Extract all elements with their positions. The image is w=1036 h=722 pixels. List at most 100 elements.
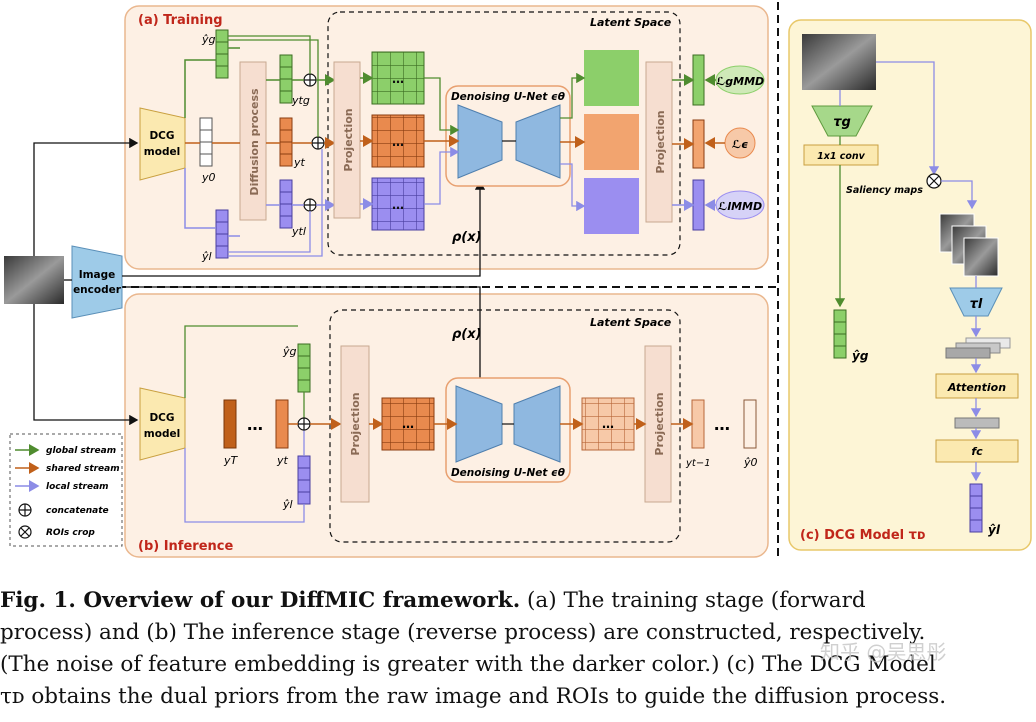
training-title: (a) Training	[138, 13, 223, 28]
svg-text:yt: yt	[293, 156, 306, 169]
watermark: 知乎 @吴思彤	[820, 640, 947, 664]
concatenate-icon-legend	[18, 503, 32, 517]
y-hat-g-infer-vector	[297, 343, 311, 393]
conv-block	[803, 144, 879, 166]
y-hat-l-infer-vector	[297, 455, 311, 505]
figure-caption: Fig. 1. Overview of our DiffMIC framewor…	[0, 585, 1036, 722]
y-hat-l-output	[969, 483, 983, 533]
svg-text:DCG: DCG	[149, 130, 174, 142]
fc-block	[935, 439, 1019, 463]
svg-text:Denoising U-Net ϵθ: Denoising U-Net ϵθ	[451, 467, 565, 479]
latent-space-label: Latent Space	[590, 16, 672, 29]
svg-text:ŷg: ŷg	[282, 345, 297, 358]
ytl-output-vector	[692, 179, 705, 231]
svg-text:ROIs crop: ROIs crop	[46, 528, 95, 538]
dcg-panel	[788, 19, 1032, 551]
infer-feature-grid-out	[581, 397, 635, 451]
ultrasound-image	[4, 256, 64, 304]
projection-infer-out	[644, 345, 672, 503]
svg-text:local stream: local stream	[46, 482, 109, 492]
image-encoder-label-1: Image	[79, 269, 116, 281]
svg-text:model: model	[144, 146, 180, 158]
shared-feature-grid	[371, 114, 425, 168]
svg-text:Attention: Attention	[947, 381, 1006, 394]
latent-space-label-2: Latent Space	[590, 316, 672, 329]
svg-text:shared stream: shared stream	[46, 464, 120, 474]
diffusion-process-box	[239, 61, 267, 221]
caption-line-3: (The noise of feature embedding is great…	[0, 652, 936, 677]
unet-decoder	[515, 104, 561, 179]
svg-text:yT: yT	[223, 454, 239, 467]
dcg-model-train	[139, 107, 186, 181]
roi-crop-icon-legend	[18, 525, 32, 539]
svg-text:yt−1: yt−1	[685, 458, 711, 469]
svg-text:…: …	[402, 417, 414, 431]
diffmic-diagram: (a) Training (b) Inference (c) DCG Model…	[4, 2, 1032, 560]
svg-text:…: …	[392, 198, 404, 212]
inference-title: (b) Inference	[138, 539, 233, 554]
svg-text:Projection: Projection	[349, 392, 362, 455]
svg-text:Diffusion process: Diffusion process	[248, 88, 261, 196]
dcg-title: (c) DCG Model τᴅ	[800, 528, 926, 543]
svg-text:Saliency maps: Saliency maps	[846, 185, 923, 196]
svg-text:…: …	[247, 415, 263, 434]
svg-text:fc: fc	[971, 445, 983, 458]
y-hat-l-vector	[215, 209, 229, 259]
feature-slab-3	[945, 347, 991, 359]
local-feature-grid	[371, 177, 425, 231]
roi-image-3	[963, 237, 999, 277]
rho-label-infer: ρ(x)	[452, 327, 482, 342]
attention-block	[935, 373, 1019, 399]
latent-space-infer	[329, 309, 681, 543]
dcg-model-infer	[139, 387, 186, 461]
svg-text:DCG: DCG	[149, 412, 174, 424]
tau-l-block	[949, 287, 1003, 317]
svg-text:Projection: Projection	[654, 110, 667, 173]
tau-g-block	[811, 105, 873, 137]
y-hat-g-vector	[215, 29, 229, 79]
svg-text:ŷg: ŷg	[852, 349, 869, 363]
svg-text:ytl: ytl	[291, 225, 306, 238]
global-feature-grid	[371, 51, 425, 105]
ytl-vector	[279, 179, 293, 229]
svg-text:τl: τl	[970, 297, 983, 312]
svg-text:model: model	[144, 428, 180, 440]
svg-text:ℒlMMD: ℒlMMD	[718, 200, 762, 213]
yt-output-vector	[692, 119, 705, 169]
caption-title: Fig. 1. Overview of our DiffMIC framewor…	[0, 588, 521, 613]
svg-text:…: …	[392, 135, 404, 149]
local-output	[584, 178, 639, 234]
svg-text:yt: yt	[276, 454, 289, 467]
ytg-vector	[279, 54, 293, 104]
yT-vector	[223, 399, 237, 449]
svg-text:Projection: Projection	[342, 108, 355, 171]
image-encoder-label-2: encoder	[73, 284, 122, 296]
svg-text:ŷl: ŷl	[282, 498, 293, 511]
yt-vector	[279, 117, 293, 167]
rho-label-train: ρ(x)	[452, 230, 482, 245]
svg-text:global stream: global stream	[46, 446, 116, 456]
svg-text:ℒϵ: ℒϵ	[732, 138, 749, 151]
svg-text:τg: τg	[833, 115, 851, 130]
y-hat-0-vector	[743, 399, 757, 449]
caption-line-4: τᴅ obtains the dual priors from the raw …	[0, 684, 947, 709]
shared-output	[584, 114, 639, 170]
svg-text:…: …	[714, 415, 730, 434]
infer-feature-grid-in	[381, 397, 435, 451]
yt-infer-vector	[275, 399, 289, 449]
svg-text:y0: y0	[201, 171, 216, 184]
projection-train-in	[333, 61, 361, 219]
raw-image	[802, 34, 876, 90]
svg-text:ytg: ytg	[291, 94, 310, 107]
svg-text:…: …	[602, 417, 614, 431]
global-output	[584, 50, 639, 106]
svg-text:1x1 conv: 1x1 conv	[817, 151, 866, 162]
projection-infer-in	[340, 345, 370, 503]
roi-crop-icon	[926, 173, 942, 189]
y0-vector	[199, 117, 213, 167]
svg-text:ŷl: ŷl	[201, 250, 212, 263]
caption-line-2: process) and (b) The inference stage (re…	[0, 620, 926, 645]
svg-text:ŷl: ŷl	[988, 523, 1001, 537]
svg-text:Denoising U-Net ϵθ: Denoising U-Net ϵθ	[451, 91, 565, 103]
projection-train-out	[645, 61, 673, 223]
